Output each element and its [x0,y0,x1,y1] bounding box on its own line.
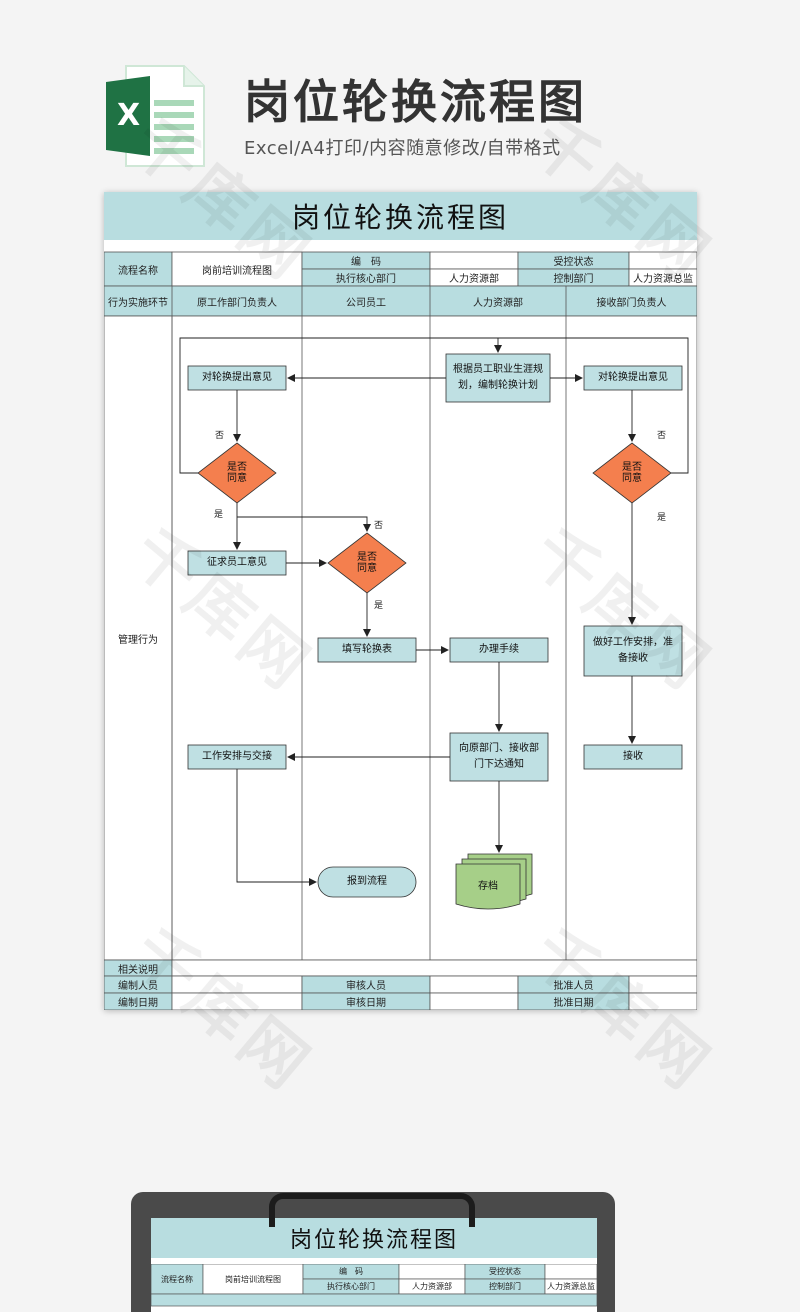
clipboard-clip [269,1193,475,1227]
preview-control-status-label: 受控状态 [489,1267,521,1276]
excel-file-icon: X [106,64,206,168]
lane-header-label: 行为实施环节 [108,297,168,309]
sheet-grid-and-flow [104,192,697,1010]
preview-process-name-label: 流程名称 [161,1274,193,1284]
lane-receiving-dept-head: 接收部门负责人 [596,297,667,309]
clipboard-preview: 岗位轮换流程图 流程名称 岗前培训流程图 编 码 受控状态 执行核心部门 人力资… [131,1192,615,1312]
control-dept-label: 控制部门 [553,274,594,285]
lane-row-label: 管理行为 [118,634,158,646]
label-yes-employee: 是 [374,601,384,611]
code-label: 编 码 [351,257,381,268]
label-no-left: 否 [215,431,225,441]
step-prepare[interactable]: 做好工作安排，准 备接收 [593,637,673,664]
approver-label: 批准人员 [553,981,594,992]
step-report[interactable]: 报到流程 [347,876,387,887]
label-yes-right: 是 [657,513,667,523]
lane-employee: 公司员工 [346,297,386,309]
step-handover[interactable]: 工作安排与交接 [202,751,272,762]
lane-original-dept-head: 原工作部门负责人 [197,297,277,309]
reviewer-label: 审核人员 [346,981,386,992]
step-solicit[interactable]: 征求员工意见 [207,557,267,568]
step-receive[interactable]: 接收 [623,751,643,762]
label-yes-left: 是 [214,510,224,520]
step-plan[interactable]: 根据员工职业生涯规 划，编制轮换计划 [453,364,543,391]
page-subtitle: Excel/A4打印/内容随意修改/自带格式 [244,138,561,159]
step-handle[interactable]: 办理手续 [479,644,519,655]
preview-exec-dept-label: 执行核心部门 [327,1282,375,1291]
decision-agree-right[interactable]: 是否 同意 [622,462,642,484]
excel-icon-letter: X [117,98,141,133]
control-status-label: 受控状态 [553,257,594,268]
editor-label: 编制人员 [118,981,158,992]
label-no-employee: 否 [374,521,384,531]
exec-dept-value[interactable]: 人力资源部 [449,274,499,285]
preview-title: 岗位轮换流程图 [151,1218,597,1258]
notes-label: 相关说明 [118,964,158,976]
control-dept-value[interactable]: 人力资源总监 [633,274,693,285]
decision-agree-left[interactable]: 是否 同意 [227,462,247,484]
flowchart-sheet: 岗位轮换流程图 流程名称 岗前培训流程图 编 码 受控状态 执行核心部门 人力资… [104,192,697,1010]
preview-exec-dept-value: 人力资源部 [412,1282,452,1291]
page-title: 岗位轮换流程图 [244,75,587,129]
lane-hr-dept: 人力资源部 [473,297,523,309]
edit-date-label: 编制日期 [118,998,158,1009]
exec-dept-label: 执行核心部门 [336,274,396,285]
preview-control-dept-value: 人力资源总监 [547,1282,595,1291]
step-opinion-left[interactable]: 对轮换提出意见 [202,372,272,383]
review-date-label: 审核日期 [346,998,386,1009]
step-archive[interactable]: 存档 [478,881,498,892]
step-fill-form[interactable]: 填写轮换表 [342,644,392,655]
preview-sheet: 岗位轮换流程图 流程名称 岗前培训流程图 编 码 受控状态 执行核心部门 人力资… [151,1218,597,1312]
process-name-label: 流程名称 [118,265,158,277]
step-opinion-right[interactable]: 对轮换提出意见 [598,372,668,383]
step-notify[interactable]: 向原部门、接收部 门下达通知 [459,743,539,770]
sheet-title: 岗位轮换流程图 [291,201,509,234]
preview-code-label: 编 码 [339,1267,363,1276]
preview-control-dept-label: 控制部门 [489,1282,521,1291]
label-no-right: 否 [657,431,667,441]
process-name-value[interactable]: 岗前培训流程图 [202,265,272,277]
decision-agree-employee[interactable]: 是否 同意 [357,552,377,574]
approve-date-label: 批准日期 [553,998,594,1009]
preview-process-name-value: 岗前培训流程图 [225,1274,281,1284]
